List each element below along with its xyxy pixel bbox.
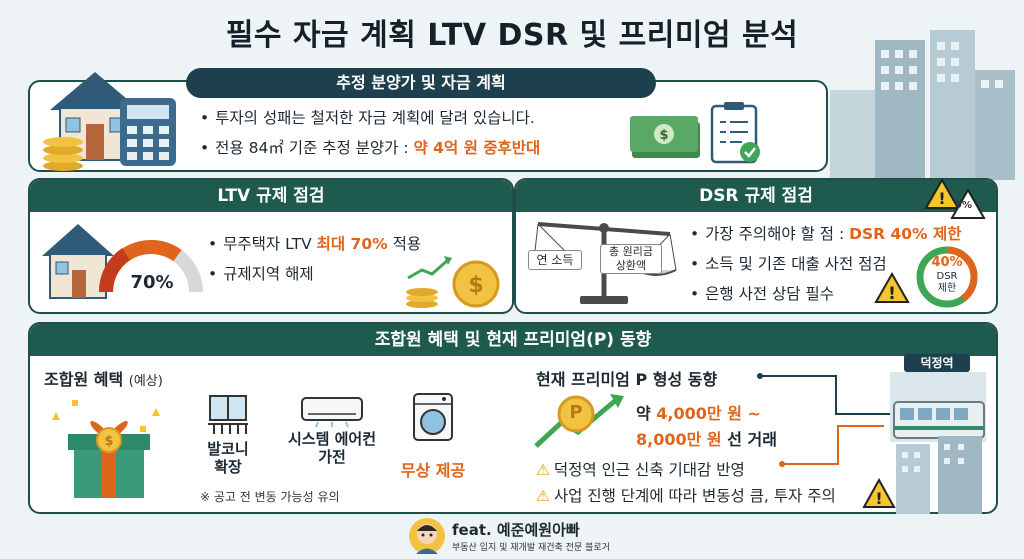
- checklist-icon: [710, 102, 760, 164]
- premium-price-suffix: 선 거래: [721, 430, 777, 449]
- calculator-icon: [120, 98, 176, 166]
- benefit-title: 조합원 혜택 (예상): [44, 366, 163, 390]
- funding-plan-header: 추정 분양가 및 자금 계획: [186, 68, 656, 98]
- warning-icon: ⚠: [536, 487, 550, 505]
- balcony-label-line-1: 발코니: [207, 440, 249, 458]
- page-title: 필수 자금 계획 LTV DSR 및 프리미엄 분석: [225, 18, 799, 53]
- svg-text:!: !: [875, 489, 882, 508]
- premium-coin-letter: P: [569, 402, 583, 423]
- house-icon: [50, 72, 140, 161]
- premium-price-line-2: 8,000만 원 선 거래: [636, 426, 777, 450]
- dsr-bullet-3-text: 은행 사전 상담 필수: [705, 285, 835, 303]
- dsr-bullet-1: •가장 주의해야 할 점 : DSR 40% 제한: [690, 225, 962, 243]
- station-sign: 덕정역: [904, 354, 970, 372]
- footer-desc: 부동산 입지 및 재개발 재건축 전문 블로거: [452, 543, 610, 553]
- ltv-header: LTV 규제 점검: [30, 180, 512, 212]
- dsr-bullet-2-text: 소득 및 기존 대출 사전 점검: [705, 255, 887, 273]
- ltv-house-icon: [42, 224, 114, 299]
- balcony-label-line-2: 확장: [214, 458, 242, 476]
- ltv-bullet-1-text: 무주택자 LTV: [223, 235, 317, 253]
- premium-price-prefix: 약: [636, 404, 657, 423]
- balcony-label: 발코니 확장: [194, 440, 262, 476]
- ltv-bullet-2-text: 규제지역 해제: [223, 265, 314, 283]
- warning-badge-label: 9%: [955, 200, 972, 211]
- premium-coin-icon: [557, 395, 595, 433]
- dsr-ring-line-2: 제한: [937, 283, 957, 294]
- coins-growth-icon: $: [406, 256, 500, 308]
- warning-icon: ⚠: [536, 461, 550, 479]
- dsr-limit-highlight: DSR 40% 제한: [849, 225, 962, 243]
- dsr-bullet-3: •은행 사전 상담 필수: [690, 285, 835, 303]
- station-train-icon: [890, 372, 986, 514]
- premium-price-high: 8,000만 원: [636, 430, 722, 449]
- ltv-gauge: [98, 239, 203, 293]
- dsr-header: DSR 규제 점검: [516, 180, 996, 212]
- ltv-bullet-1-suffix: 적용: [387, 235, 422, 253]
- footer-name: feat. 예준예원아빠: [452, 521, 580, 539]
- dsr-bullet-2: •소득 및 기존 대출 사전 점검: [690, 255, 887, 273]
- dsr-ring-chart: [916, 246, 978, 308]
- funding-plan-bullet-1: •투자의 성패는 철저한 자금 계획에 달려 있습니다.: [200, 109, 535, 127]
- balcony-icon: [208, 395, 248, 434]
- premium-connector-line: [757, 373, 892, 415]
- premium-price-line-1: 약 4,000만 원 ~: [636, 400, 761, 424]
- air-conditioner-label-line-1: 시스템 에어컨: [287, 430, 377, 448]
- svg-text:$: $: [104, 434, 113, 449]
- ltv-gauge-label: 70%: [130, 272, 174, 293]
- ltv-bullet-2: •규제지역 해제: [208, 265, 314, 283]
- ltv-max-highlight: 최대 70%: [316, 235, 388, 253]
- funding-plan-bullet-1-text: 투자의 성패는 철저한 자금 계획에 달려 있습니다.: [215, 109, 535, 127]
- premium-warning-2-text: 사업 진행 단계에 따라 변동성 큼, 투자 주의: [553, 487, 836, 505]
- dsr-ring-fill: [916, 246, 978, 308]
- scale-right-label-line-1: 총 원리금: [609, 245, 653, 258]
- benefit-premium-header: 조합원 혜택 및 현재 프리미엄(P) 동향: [30, 324, 996, 356]
- dsr-bullet-1-text: 가장 주의해야 할 점 :: [705, 225, 850, 243]
- funding-plan-bullet-2: •전용 84㎡ 기준 추정 분양가 : 약 4억 원 중후반대: [200, 139, 541, 157]
- svg-text:$: $: [468, 273, 483, 298]
- warning-badge-icon: !: [924, 177, 986, 219]
- premium-warning-1-text: 덕정역 인근 신축 기대감 반영: [553, 461, 745, 479]
- estimated-price-highlight: 약 4억 원 중후반대: [413, 139, 541, 157]
- premium-title: 현재 프리미엄 P 형성 동향: [536, 370, 718, 389]
- free-provision-label: 무상 제공: [400, 461, 466, 480]
- benefit-title-text: 조합원 혜택: [44, 370, 124, 389]
- benefit-note: ※ 공고 전 변동 가능성 유의: [200, 490, 340, 504]
- scale-right-label: 총 원리금 상환액: [600, 244, 662, 274]
- dsr-warning-icon: !: [874, 272, 910, 304]
- benefit-title-sub: (예상): [128, 374, 163, 389]
- premium-price-low: 4,000만 원 ~: [656, 404, 761, 423]
- gift-box-icon: $: [52, 400, 160, 498]
- air-conditioner-label: 시스템 에어컨 가전: [272, 430, 392, 466]
- scale-right-label-line-2: 상환액: [615, 259, 647, 272]
- premium-warning-1: ⚠덕정역 인근 신축 기대감 반영: [536, 458, 745, 480]
- warning-connector-line: [779, 425, 884, 467]
- ltv-bullet-1: •무주택자 LTV 최대 70% 적용: [208, 235, 422, 253]
- svg-text:$: $: [659, 128, 668, 143]
- funding-plan-bullet-2-text: 전용 84㎡ 기준 추정 분양가 :: [215, 139, 414, 157]
- city-buildings-icon: [830, 30, 1015, 180]
- coins-icon: [43, 137, 83, 171]
- air-conditioner-label-line-2: 가전: [318, 448, 346, 466]
- station-warning-icon: !: [862, 478, 896, 508]
- scale-left-label: 연 소득: [528, 250, 582, 270]
- svg-text:!: !: [888, 284, 896, 304]
- premium-warning-2: ⚠사업 진행 단계에 따라 변동성 큼, 투자 주의: [536, 484, 836, 506]
- cash-icon: $: [630, 116, 700, 158]
- avatar: [409, 518, 445, 554]
- air-conditioner-icon: [301, 397, 363, 428]
- dsr-ring-line-1: DSR: [936, 271, 958, 282]
- svg-text:!: !: [938, 189, 945, 208]
- washing-machine-icon: [413, 393, 453, 441]
- dsr-ring-value: 40%: [931, 255, 963, 270]
